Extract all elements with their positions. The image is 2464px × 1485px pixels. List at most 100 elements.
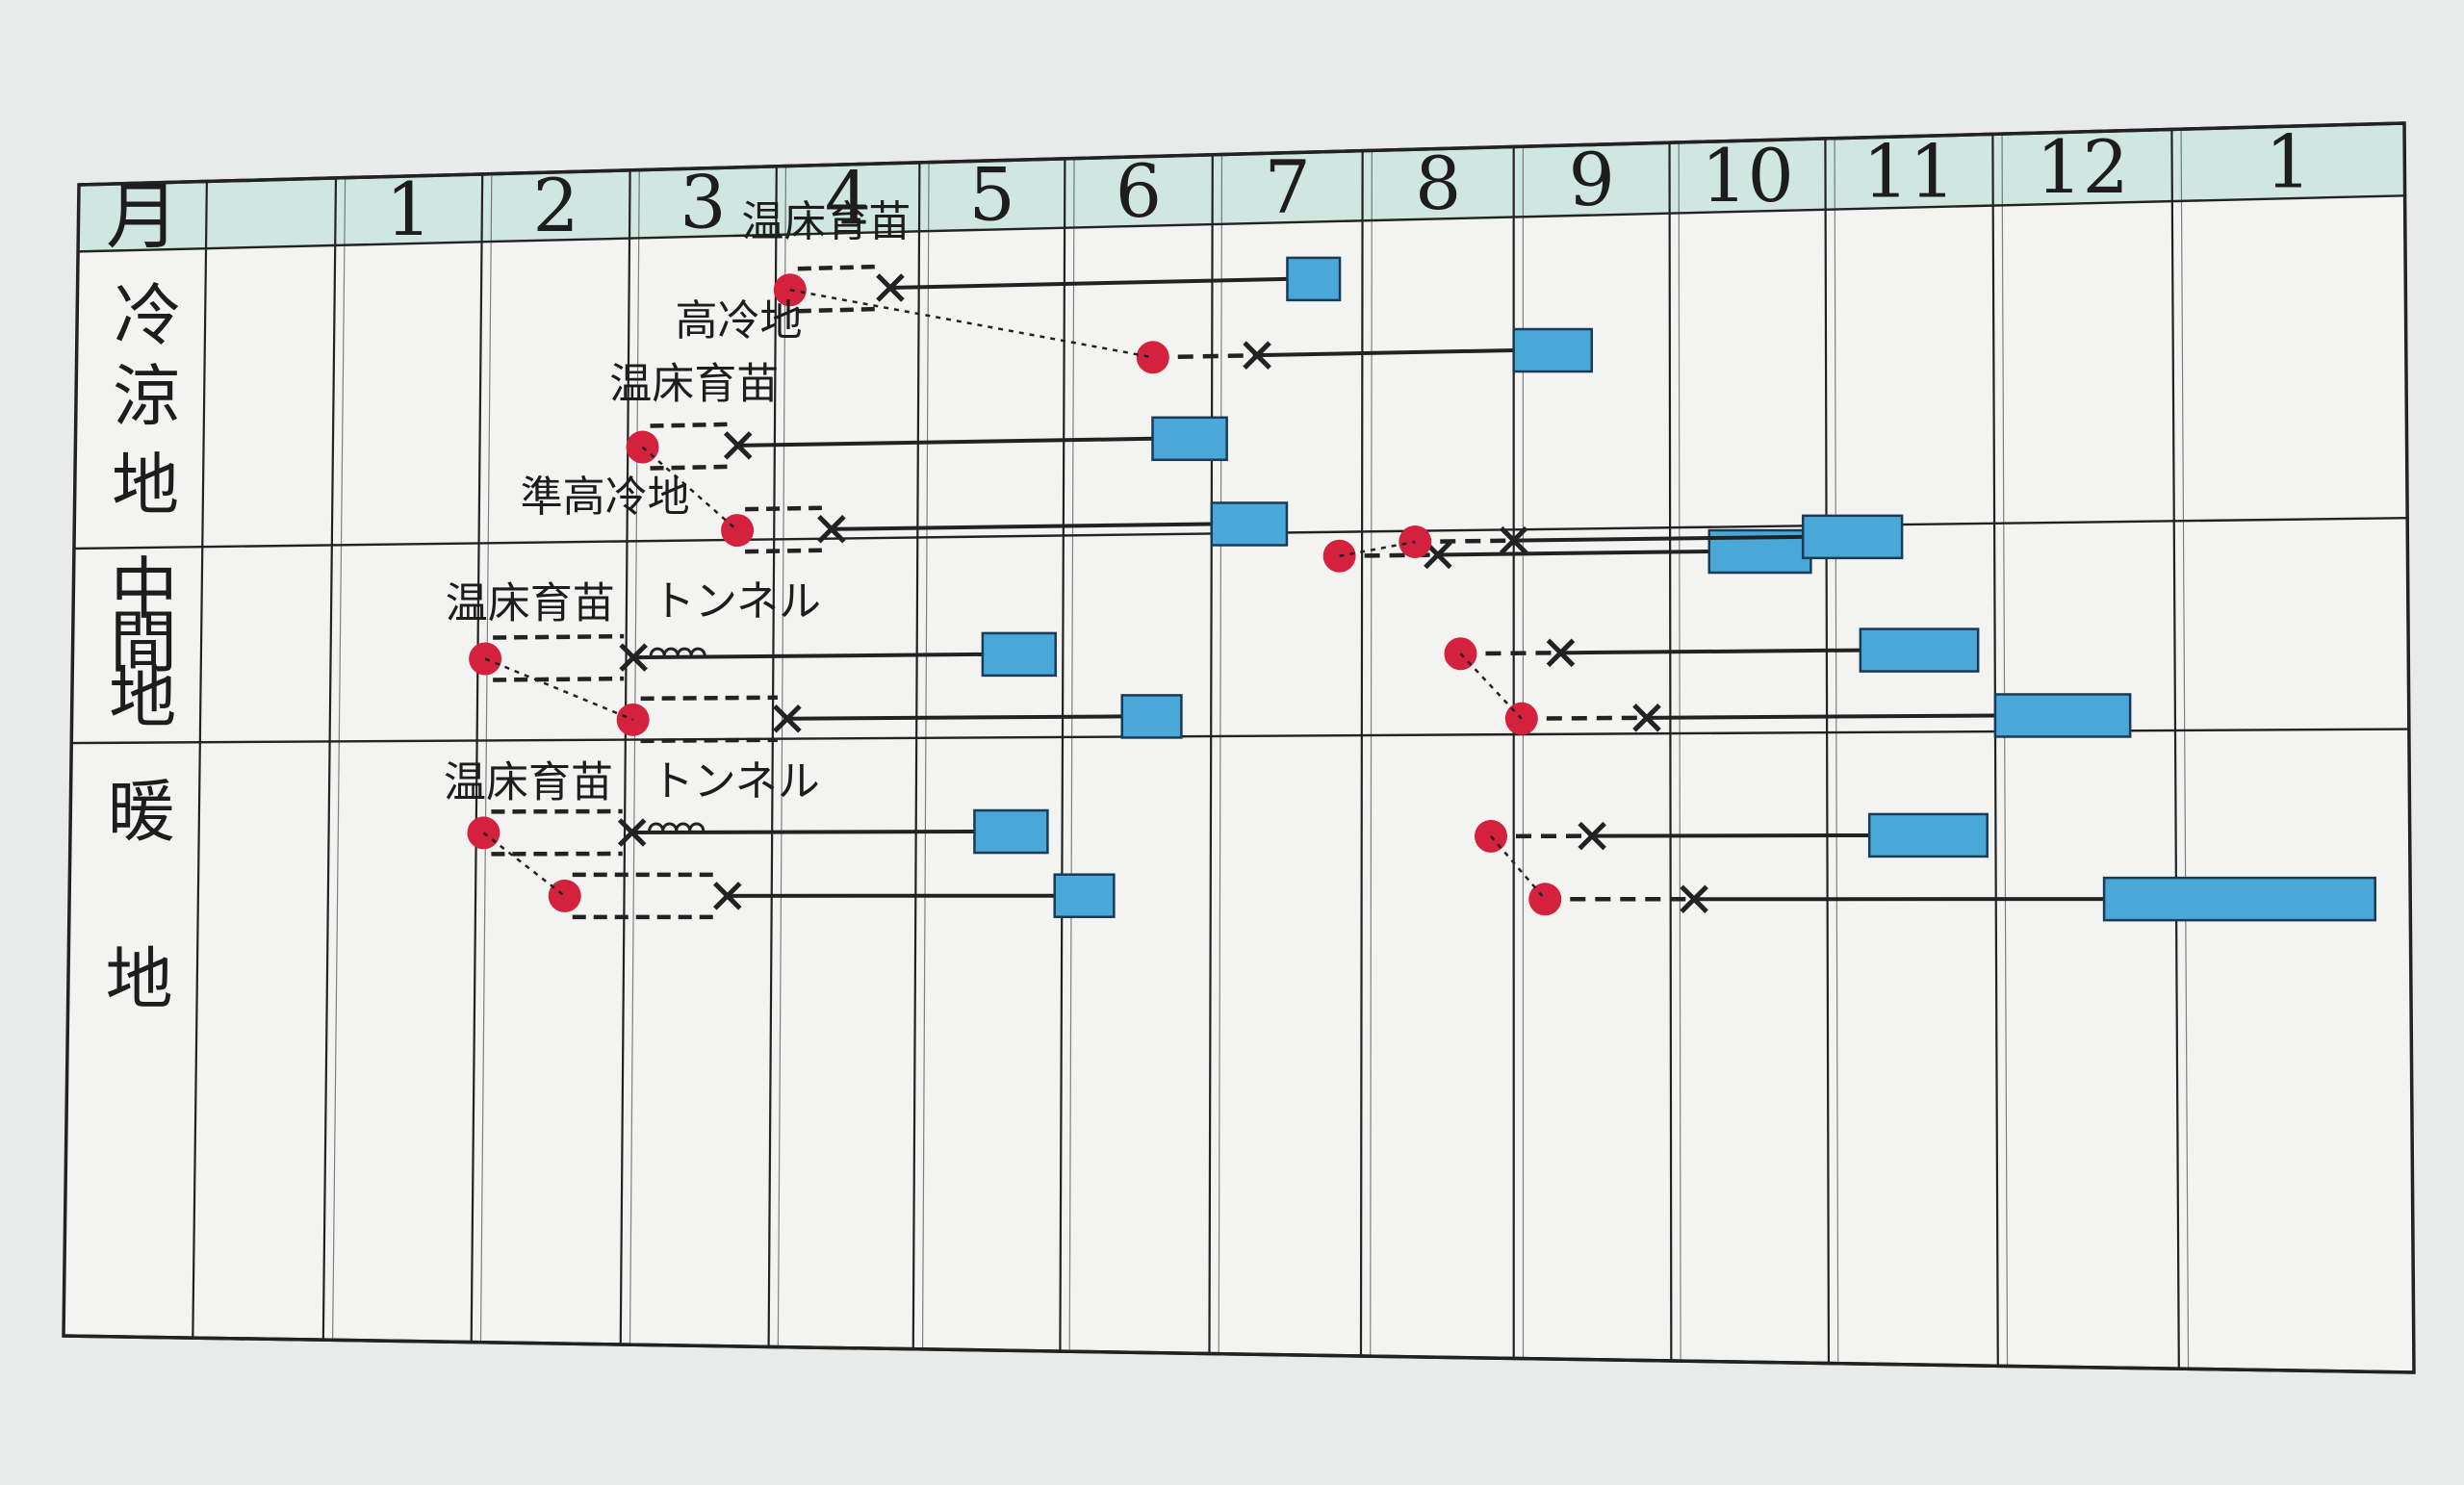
harvest-bar xyxy=(1512,327,1594,373)
growth-line xyxy=(1437,550,1709,557)
planting-cross-icon xyxy=(1243,341,1271,370)
hotbed-dashed-line xyxy=(650,422,729,428)
hotbed-dashed-line xyxy=(650,464,729,471)
region-label-warm: 暖 xyxy=(108,773,175,852)
region-label-middle: 地 xyxy=(109,658,176,737)
annotation-label-1: 高冷地 xyxy=(676,296,803,346)
month-divider xyxy=(767,166,778,1347)
planting-cross-icon xyxy=(1499,525,1528,555)
month-divider xyxy=(1668,142,1673,1361)
hotbed-dashed-line xyxy=(640,695,778,702)
calendar-table xyxy=(62,121,2416,1374)
annotation-label-4: 温床育苗 xyxy=(446,579,615,628)
table-paper xyxy=(64,123,2414,1372)
hotbed-dashed-line xyxy=(745,505,822,512)
growth-line xyxy=(633,652,983,660)
sowing-dot xyxy=(1136,341,1169,374)
row-divider xyxy=(78,194,2405,253)
region-label-middle: 中 xyxy=(111,550,178,628)
planting-cross-icon xyxy=(712,882,742,910)
month-divider-inner xyxy=(629,169,640,1345)
month-divider-inner xyxy=(1218,154,1223,1354)
month-divider-inner xyxy=(479,173,493,1343)
month-divider-inner xyxy=(2001,134,2009,1367)
planting-cross-icon xyxy=(619,643,648,672)
month-header-10: 10 xyxy=(1701,133,1794,218)
month-divider xyxy=(911,162,921,1349)
sowing-connector xyxy=(1490,835,1547,901)
harvest-bar xyxy=(1801,514,1904,560)
month-header-4: 4 xyxy=(825,155,871,241)
hotbed-dashed-line xyxy=(493,676,625,682)
month-divider xyxy=(192,181,208,1339)
seedling-dashed-line xyxy=(1415,538,1514,545)
hotbed-dashed-line xyxy=(493,633,625,640)
harvest-bar xyxy=(1286,256,1342,302)
sowing-connector xyxy=(482,832,566,897)
month-header-6: 6 xyxy=(1116,148,1162,234)
month-divider-inner xyxy=(2180,129,2190,1370)
growth-line xyxy=(1592,832,1870,838)
month-divider xyxy=(2170,129,2180,1370)
growth-line xyxy=(831,522,1212,531)
annotation-label-5: トンネル xyxy=(653,576,821,626)
growth-line xyxy=(1257,348,1514,358)
hotbed-dashed-line xyxy=(797,306,882,314)
planting-cross-icon xyxy=(1546,638,1576,668)
month-divider-inner xyxy=(777,166,787,1347)
month-header-11: 11 xyxy=(1862,129,1956,215)
month-divider xyxy=(619,169,631,1345)
growth-line xyxy=(889,276,1288,290)
growth-line xyxy=(737,436,1153,448)
table-border xyxy=(62,121,2416,1374)
annotation-label-7: トンネル xyxy=(652,757,820,807)
month-divider xyxy=(470,173,484,1343)
month-divider xyxy=(1059,158,1066,1352)
sowing-connector xyxy=(1459,653,1523,720)
annotation-label-3: 準高冷地 xyxy=(521,473,690,522)
region-label-middle: 間 xyxy=(110,602,177,681)
hotbed-dashed-line xyxy=(797,264,882,271)
harvest-bar xyxy=(2102,876,2376,922)
sowing-dot xyxy=(721,514,755,548)
growth-line xyxy=(1560,648,1861,655)
harvest-bar xyxy=(1993,693,2132,738)
planting-cross-icon xyxy=(1680,884,1708,914)
month-header-9: 9 xyxy=(1568,137,1614,222)
planting-cross-icon xyxy=(1578,821,1606,851)
planting-cross-icon xyxy=(617,818,647,847)
seedling-dashed-line xyxy=(1152,352,1258,360)
growth-line xyxy=(1513,534,1804,543)
region-label-warm: 地 xyxy=(106,939,173,1018)
header-band xyxy=(78,123,2405,252)
month-header-8: 8 xyxy=(1415,141,1461,226)
annotation-label-0: 温床育苗 xyxy=(741,197,911,246)
month-header-5: 5 xyxy=(969,152,1015,238)
sowing-dot xyxy=(548,879,581,912)
harvest-bar xyxy=(973,808,1049,855)
month-divider-inner xyxy=(921,162,930,1349)
hotbed-dashed-line xyxy=(640,737,778,744)
month-header-13: 1 xyxy=(2265,119,2311,205)
growth-line xyxy=(1646,713,1995,720)
growth-line xyxy=(786,714,1122,721)
month-divider-inner xyxy=(1834,138,1839,1364)
month-divider xyxy=(1991,134,1999,1367)
harvest-bar xyxy=(1120,694,1183,739)
month-divider xyxy=(1824,138,1831,1364)
annotation-label-6: 温床育苗 xyxy=(444,758,613,807)
month-header-12: 12 xyxy=(2036,124,2129,210)
sowing-dot xyxy=(1528,883,1562,916)
hotbed-dashed-line xyxy=(745,548,822,554)
harvest-bar xyxy=(1867,812,1989,858)
month-header-3: 3 xyxy=(680,159,726,244)
month-divider-inner xyxy=(332,177,346,1341)
planting-cross-icon xyxy=(773,704,802,733)
harvest-bar xyxy=(1859,627,1980,673)
month-header-1: 1 xyxy=(386,166,432,252)
planting-cross-icon xyxy=(876,273,905,302)
planting-cross-icon xyxy=(723,431,753,460)
sowing-connector xyxy=(1339,540,1416,557)
